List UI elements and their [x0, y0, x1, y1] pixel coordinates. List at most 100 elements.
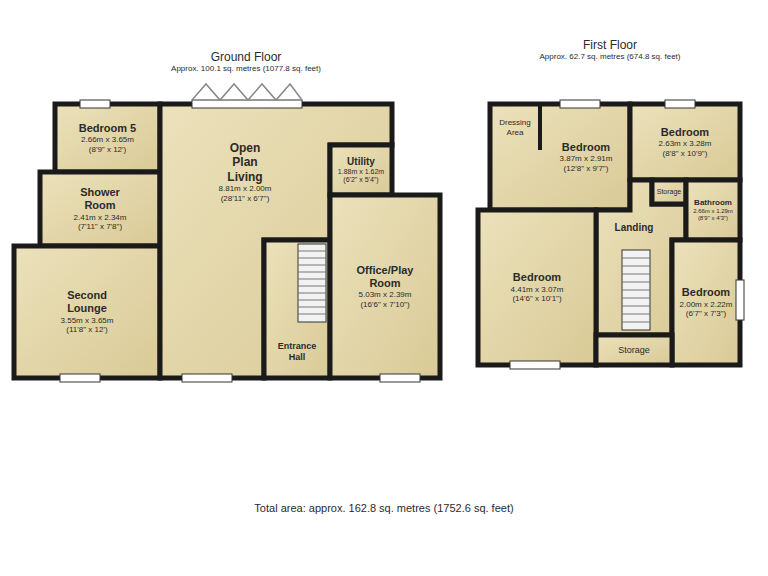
room: Utility1.88m x 1.62m(6'2" x 5'4"): [330, 145, 392, 195]
room-dimensions: (6'2" x 5'4"): [343, 176, 378, 184]
room-name: Bedroom: [513, 271, 561, 284]
room: Open Plan Living8.81m x 2.00m(28'11" x 6…: [160, 104, 330, 378]
floor-heading: First Floor: [583, 38, 637, 52]
label-group: Ground FloorApprox. 100.1 sq. metres (10…: [126, 50, 366, 90]
room-dimensions: 3.87m x 2.91m: [560, 154, 613, 164]
window: [510, 361, 560, 369]
room-dimensions: 5.03m x 2.39m: [359, 290, 412, 300]
room-floor: [330, 145, 392, 195]
label-group: Bedroom3.87m x 2.91m(12'8" x 9'7"): [542, 104, 630, 210]
room: Bedroom 52.66m x 3.65m(8'9" x 12'): [55, 104, 160, 172]
room: Shower Room2.41m x 2.34m(7'11" x 7'8"): [40, 172, 160, 246]
windows: [60, 100, 744, 382]
room: Office/Play Room5.03m x 2.39m(16'6" x 7'…: [330, 195, 440, 378]
floor-region: First FloorApprox. 62.7 sq. metres (674.…: [470, 36, 755, 376]
room-floor: [596, 335, 672, 365]
room-dimensions: (6'7" x 7'3"): [686, 309, 726, 319]
room-name: Bathroom: [694, 198, 732, 208]
room-dimensions: 4.41m x 3.07m: [511, 285, 564, 295]
rooms: [14, 104, 740, 378]
room-floor: [652, 180, 686, 204]
room-name: Second Lounge: [55, 289, 119, 315]
window: [380, 374, 420, 382]
bifold-leaves: [192, 84, 302, 100]
room-dimensions: (14'6" x 10'1"): [512, 294, 561, 304]
room-name: Bedroom 5: [79, 122, 136, 135]
floor-area: Approx. 62.7 sq. metres (674.8 sq. feet): [540, 52, 681, 62]
stair-treads: [298, 251, 326, 314]
room-name: Dressing Area: [494, 118, 536, 137]
total-area-caption: Total area: approx. 162.8 sq. metres (17…: [0, 502, 768, 515]
room: Bathroom2.66m x 1.29m(8'9" x 4'3"): [686, 180, 740, 240]
room-name: Bedroom: [682, 286, 730, 299]
window: [182, 374, 232, 382]
label-group: Second Lounge3.55m x 3.65m(11'8" x 12'): [14, 246, 160, 378]
room-dimensions: 3.55m x 3.65m: [61, 316, 114, 326]
room-dimensions: 2.66m x 1.29m: [693, 208, 733, 215]
room-name: Storage: [618, 345, 650, 356]
room-name: Entrance Hall: [269, 341, 325, 363]
room-name: Storage: [657, 188, 682, 196]
label-group: Bathroom2.66m x 1.29m(8'9" x 4'3"): [686, 180, 740, 240]
room-name: Open Plan Living: [220, 141, 270, 184]
room-dimensions: (8'8" x 10'9"): [663, 149, 708, 159]
label-group: Entrance Hall: [264, 326, 330, 378]
room-floor: [478, 210, 596, 365]
room-dimensions: 2.41m x 2.34m: [74, 213, 127, 223]
partition-wall: [538, 104, 542, 150]
room-dimensions: (11'8" x 12'): [66, 325, 107, 335]
room: Bedroom2.63m x 3.28m(8'8" x 10'9"): [630, 104, 740, 180]
room-floor: [330, 195, 440, 378]
room: Entrance Hall: [264, 240, 330, 378]
room: Bedroom4.41m x 3.07m(14'6" x 10'1"): [478, 210, 596, 365]
label-group: Dressing Area: [492, 106, 538, 150]
floor-area: Approx. 100.1 sq. metres (1077.8 sq. fee…: [171, 64, 321, 74]
room-name: Bedroom: [562, 141, 610, 154]
label-group: Open Plan Living8.81m x 2.00m(28'11" x 6…: [160, 104, 330, 240]
room-floor: [490, 104, 630, 210]
room-dimensions: (7'11" x 7'8"): [78, 222, 122, 232]
room-dimensions: (28'11" x 6'7"): [221, 194, 270, 204]
stairs: [298, 244, 650, 330]
room: Storage: [652, 180, 686, 204]
room-dimensions: 2.63m x 3.28m: [659, 139, 712, 149]
stair-flight: [622, 250, 650, 330]
label-group: Bedroom4.41m x 3.07m(14'6" x 10'1"): [478, 210, 596, 365]
window: [736, 280, 744, 320]
room: Bedroom3.87m x 2.91m(12'8" x 9'7") Dressi…: [490, 104, 630, 210]
window: [80, 100, 110, 108]
room-floor: [14, 246, 160, 378]
room-name: Landing: [615, 222, 654, 234]
room-floor: [686, 180, 740, 240]
room: Second Lounge3.55m x 3.65m(11'8" x 12'): [14, 246, 160, 378]
room-floor: [264, 240, 330, 378]
room-dimensions: (12'8" x 9'7"): [564, 164, 609, 174]
label-group: Storage: [652, 180, 686, 204]
floor-heading: Ground Floor: [211, 50, 282, 64]
room-dimensions: (8'9" x 4'3"): [698, 215, 728, 222]
label-group: Bedroom 52.66m x 3.65m(8'9" x 12'): [55, 104, 160, 172]
window: [665, 100, 695, 108]
room-dimensions: 8.81m x 2.00m: [219, 184, 272, 194]
stair-flight: [298, 244, 326, 322]
room-dimensions: 2.00m x 2.22m: [680, 300, 733, 310]
room-dimensions: (8'9" x 12'): [89, 145, 126, 155]
label-group: Shower Room2.41m x 2.34m(7'11" x 7'8"): [40, 172, 160, 246]
room-name: Utility: [347, 156, 375, 168]
room-dimensions: 2.66m x 3.65m: [81, 135, 134, 145]
label-group: First FloorApprox. 62.7 sq. metres (674.…: [510, 38, 710, 82]
label-group: Bedroom2.63m x 3.28m(8'8" x 10'9"): [630, 104, 740, 180]
room: Storage: [596, 335, 672, 365]
label-group: Landing: [596, 214, 672, 242]
room-dimensions: 1.88m x 1.62m: [338, 168, 384, 176]
label-group: Utility1.88m x 1.62m(6'2" x 5'4"): [330, 145, 392, 195]
window: [60, 374, 100, 382]
room: Bedroom2.00m x 2.22m(6'7" x 7'3"): [672, 240, 740, 365]
room-name: Bedroom: [661, 126, 709, 139]
label-group: Office/Play Room5.03m x 2.39m(16'6" x 7'…: [330, 195, 440, 378]
room-name: Shower Room: [70, 186, 130, 212]
room: Dressing Area: [492, 106, 538, 150]
bifold-door: [192, 100, 302, 108]
window: [560, 100, 600, 108]
